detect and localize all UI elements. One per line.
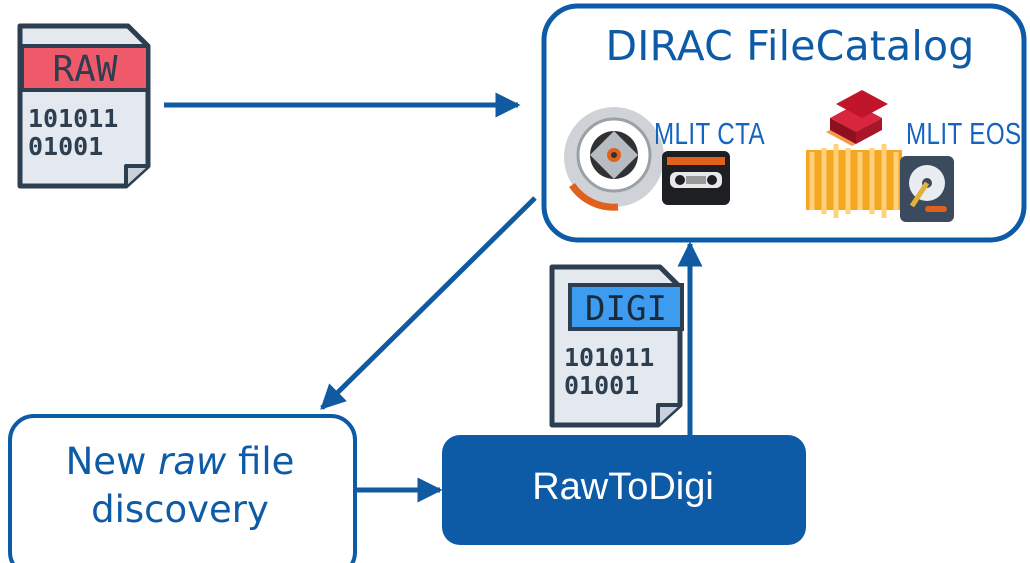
raw-file-binary-line1: 101011: [28, 104, 118, 133]
raw-file-tag: RAW: [52, 49, 117, 90]
disk-cluster-hdd-icon: [806, 90, 954, 222]
digi-file-icon: DIGI 101011 01001: [549, 264, 684, 428]
digi-file-binary-line1: 101011: [564, 343, 654, 372]
storage-label-eos: MLIT EOS: [906, 116, 1022, 151]
raw-file-icon: RAW 101011 01001: [17, 23, 151, 189]
file-catalog-title: DIRAC FileCatalog: [605, 22, 975, 70]
raw-file-binary-line2: 01001: [28, 132, 103, 161]
tape-reel-cassette-icon: [564, 107, 730, 211]
discovery-label-line2: discovery: [91, 488, 269, 531]
discovery-italic-word: raw: [158, 440, 227, 483]
storage-label-cta: MLIT CTA: [654, 116, 766, 151]
rawtodigi-box: [442, 435, 806, 545]
discovery-label: New raw file discovery: [12, 438, 348, 534]
discovery-prefix: New: [65, 440, 159, 483]
digi-file-tag: DIGI: [585, 289, 667, 329]
digi-file-binary-line2: 01001: [564, 371, 639, 400]
arrow-catalog-to-discovery: [320, 196, 537, 410]
discovery-suffix: file: [226, 440, 295, 483]
discovery-label-line1: New raw file: [12, 438, 348, 486]
discovery-box: [8, 414, 357, 563]
rawtodigi-label: RawToDigi: [532, 466, 714, 508]
